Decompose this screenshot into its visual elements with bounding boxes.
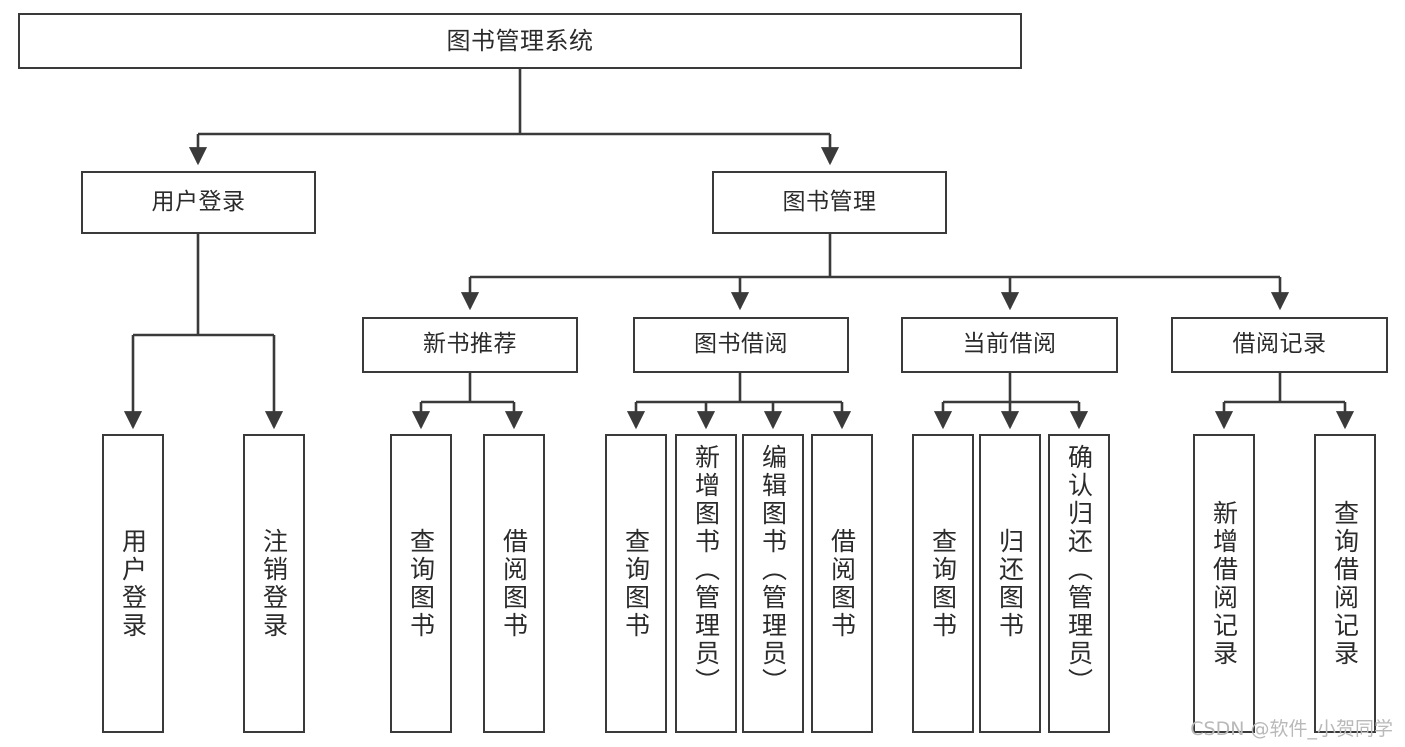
- node-borrow-record-label: 借阅记录: [1232, 331, 1327, 358]
- node-book-management[interactable]: 图书管理: [712, 171, 947, 234]
- leaf-newbook-borrow[interactable]: 借阅图书: [483, 434, 545, 733]
- node-book-borrow-label: 图书借阅: [694, 331, 788, 358]
- node-borrow-record[interactable]: 借阅记录: [1171, 317, 1388, 373]
- node-new-book-recommend[interactable]: 新书推荐: [362, 317, 578, 373]
- leaf-newbook-borrow-label: 借阅图书: [499, 527, 529, 640]
- leaf-record-add[interactable]: 新增借阅记录: [1193, 434, 1255, 733]
- node-root[interactable]: 图书管理系统: [18, 13, 1022, 69]
- leaf-borrow-edit-book-label: 编辑图书（管理员）: [758, 444, 788, 696]
- node-book-management-label: 图书管理: [782, 188, 877, 215]
- leaf-newbook-query[interactable]: 查询图书: [390, 434, 452, 733]
- node-current-borrow[interactable]: 当前借阅: [901, 317, 1118, 373]
- leaf-newbook-query-label: 查询图书: [406, 527, 436, 640]
- leaf-record-add-label: 新增借阅记录: [1209, 499, 1239, 668]
- node-root-label: 图书管理系统: [446, 26, 594, 55]
- leaf-borrow-borrow-book-label: 借阅图书: [827, 527, 857, 640]
- leaf-borrow-add-book[interactable]: 新增图书（管理员）: [675, 434, 737, 733]
- leaf-user-logout-label: 注销登录: [259, 527, 289, 640]
- leaf-record-query[interactable]: 查询借阅记录: [1314, 434, 1376, 733]
- node-book-borrow[interactable]: 图书借阅: [633, 317, 849, 373]
- leaf-record-query-label: 查询借阅记录: [1330, 499, 1360, 668]
- leaf-current-confirm-return[interactable]: 确认归还（管理员）: [1048, 434, 1110, 733]
- leaf-borrow-query-book-label: 查询图书: [621, 527, 651, 640]
- leaf-user-login[interactable]: 用户登录: [102, 434, 164, 733]
- leaf-current-confirm-return-label: 确认归还（管理员）: [1064, 444, 1094, 696]
- watermark: CSDN @软件_小贺同学: [1190, 718, 1393, 740]
- node-user-login[interactable]: 用户登录: [81, 171, 316, 234]
- leaf-current-return-book-label: 归还图书: [995, 527, 1025, 640]
- leaf-current-query-book[interactable]: 查询图书: [912, 434, 974, 733]
- leaf-borrow-borrow-book[interactable]: 借阅图书: [811, 434, 873, 733]
- leaf-borrow-add-book-label: 新增图书（管理员）: [691, 444, 721, 696]
- node-current-borrow-label: 当前借阅: [962, 331, 1057, 358]
- leaf-borrow-query-book[interactable]: 查询图书: [605, 434, 667, 733]
- node-new-book-recommend-label: 新书推荐: [423, 331, 517, 358]
- leaf-current-return-book[interactable]: 归还图书: [979, 434, 1041, 733]
- leaf-current-query-book-label: 查询图书: [928, 527, 958, 640]
- leaf-borrow-edit-book[interactable]: 编辑图书（管理员）: [742, 434, 804, 733]
- leaf-user-logout[interactable]: 注销登录: [243, 434, 305, 733]
- leaf-user-login-label: 用户登录: [118, 527, 148, 640]
- node-user-login-label: 用户登录: [151, 188, 246, 215]
